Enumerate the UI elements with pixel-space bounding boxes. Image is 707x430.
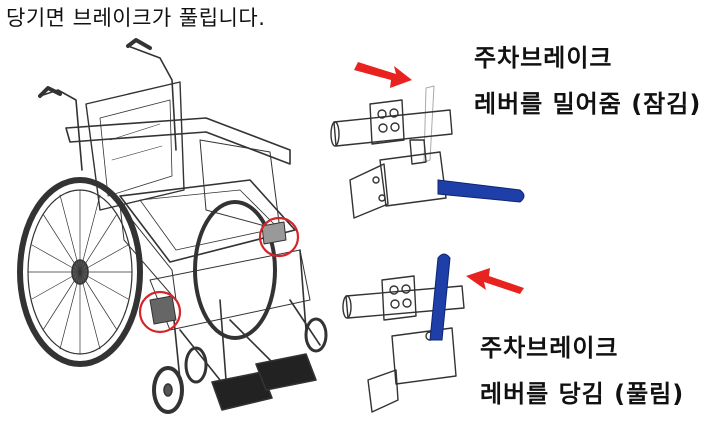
pull-arrow bbox=[466, 268, 524, 294]
rear-wheel bbox=[17, 177, 143, 367]
brake-highlight-left bbox=[138, 290, 182, 334]
wheelchair-illustration bbox=[17, 38, 328, 414]
brake-detail-released bbox=[342, 253, 524, 413]
brake-highlight-right bbox=[258, 216, 300, 258]
instruction-caption: 당기면 브레이크가 풀립니다. bbox=[6, 6, 266, 30]
brake-detail-engaged bbox=[330, 62, 525, 219]
push-arrow bbox=[354, 62, 412, 88]
engaged-title: 주차브레이크 bbox=[474, 44, 613, 72]
released-description: 레버를 당김 (풀림) bbox=[480, 380, 685, 408]
lever-engaged bbox=[437, 179, 525, 203]
engaged-description: 레버를 밀어줌 (잠김) bbox=[474, 90, 702, 118]
lever-released bbox=[429, 253, 451, 341]
released-title: 주차브레이크 bbox=[480, 334, 619, 362]
